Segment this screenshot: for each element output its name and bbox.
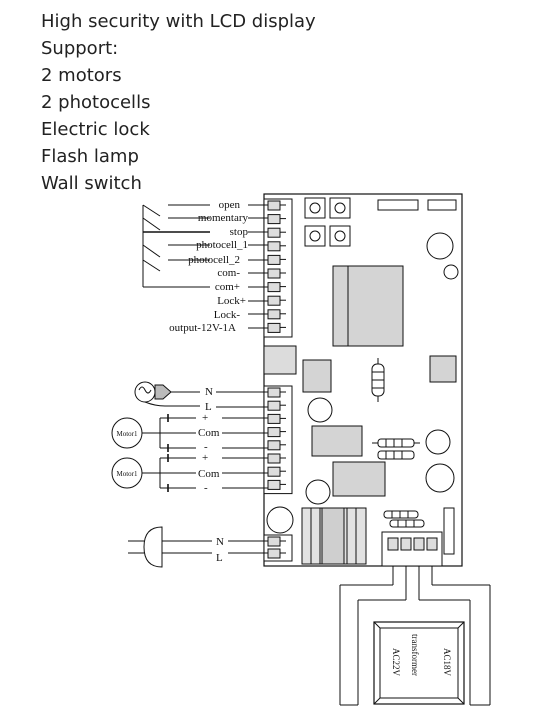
terminal-label-lock-minus: Lock- (214, 309, 241, 321)
terminal-label-photocell-2: photocell_2 (188, 254, 240, 266)
transformer-ac22v: AC22V (391, 648, 401, 677)
power-label-l: L (216, 552, 223, 564)
motor2-label-com: Com (198, 468, 220, 480)
motor1-label-com: Com (198, 427, 220, 439)
transformer-wiring (339, 566, 491, 706)
flash-lamp-icon (134, 381, 200, 407)
terminal-label-lock-plus: Lock+ (217, 295, 246, 307)
terminal-strip-top (263, 198, 293, 338)
terminal-label-com-plus: com+ (215, 281, 240, 293)
support-label: Support: (41, 38, 119, 59)
feature-flash-lamp: Flash lamp (41, 146, 139, 167)
lamp-label-n: N (205, 386, 213, 398)
motor-1-icon (111, 414, 196, 452)
top-terminal-screw (267, 200, 281, 211)
motor-terminal-screw (267, 427, 281, 438)
terminal-label-stop: stop (230, 226, 249, 238)
transformer-label: transformer (410, 634, 420, 676)
terminal-label-output-12v: output-12V-1A (169, 322, 236, 334)
motor2-label-plus: + (202, 452, 208, 464)
terminal-label-com-minus: com- (217, 267, 240, 279)
motor-terminal-screw (267, 479, 281, 490)
top-terminal-screw (267, 295, 281, 306)
top-terminal-screw (267, 254, 281, 265)
motor-terminal-screw (267, 400, 281, 411)
top-terminal-screw (267, 322, 281, 333)
transformer-connector (381, 531, 443, 567)
top-terminal-screw (267, 282, 281, 293)
transformer-box (373, 621, 465, 705)
terminal-label-momentary: momentary (198, 212, 249, 224)
motor-terminal-screw (267, 387, 281, 398)
top-terminal-leaders (248, 204, 268, 329)
motor-1-label: Motor1 (117, 430, 139, 438)
terminal-strip-power (263, 534, 293, 562)
power-label-n: N (216, 536, 224, 548)
motor-terminal-screw (267, 413, 281, 424)
feature-motors: 2 motors (41, 65, 122, 86)
feature-electric-lock: Electric lock (41, 119, 150, 140)
lower-terminal-leaders (216, 391, 268, 554)
top-terminal-screw (267, 309, 281, 320)
motor-terminal-screw (267, 453, 281, 464)
title-text: High security with LCD display (41, 11, 316, 32)
top-terminal-screw (267, 214, 281, 225)
motor2-label-minus: - (204, 482, 208, 494)
terminal-label-photocell-1: photocell_1 (196, 239, 248, 251)
motor-terminal-screw (267, 440, 281, 451)
transformer-ac18v: AC18V (442, 648, 452, 677)
motor1-label-plus: + (202, 412, 208, 424)
motor-2-icon (111, 454, 196, 492)
power-terminal-screw (267, 536, 281, 547)
power-plug-icon (128, 526, 212, 568)
motor1-label-minus: - (204, 441, 208, 453)
terminal-strip-motor (263, 385, 293, 495)
top-terminal-screw (267, 227, 281, 238)
top-terminal-screw (267, 268, 281, 279)
top-terminal-screw (267, 241, 281, 252)
lamp-label-l: L (205, 401, 212, 413)
feature-photocells: 2 photocells (41, 92, 151, 113)
feature-wall-switch: Wall switch (41, 173, 142, 194)
control-board (263, 193, 463, 567)
power-terminal-screw (267, 548, 281, 559)
terminal-label-open: open (219, 199, 241, 211)
motor-2-label: Motor1 (117, 470, 139, 478)
switch-wiring (142, 204, 210, 288)
motor-terminal-screw (267, 466, 281, 477)
